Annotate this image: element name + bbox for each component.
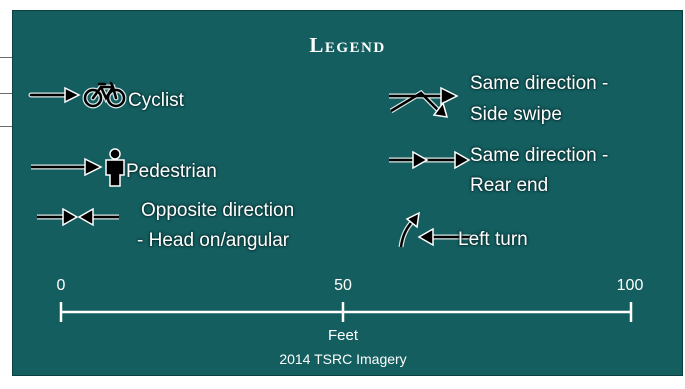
left-turn-label: Left turn: [458, 229, 528, 250]
scale-unit-label: Feet: [327, 327, 359, 344]
left-edge-line: [0, 126, 12, 127]
opposite-direction-label-2: - Head on/angular: [137, 230, 290, 251]
opposite-direction-icon: [37, 207, 119, 227]
left-edge-line: [0, 57, 12, 58]
pedestrian-label: Pedestrian: [126, 161, 217, 182]
rear-end-label-1: Same direction -: [470, 145, 609, 166]
side-swipe-label-1: Same direction -: [470, 73, 609, 94]
scale-tick-label-0: 0: [56, 277, 66, 294]
side-swipe-label-2: Side swipe: [470, 104, 562, 125]
cyclist-arrow-icon: [28, 81, 127, 109]
legend-title: Legend: [309, 33, 386, 57]
scale-tick-label-100: 100: [616, 277, 644, 294]
cyclist-label: Cyclist: [128, 90, 184, 111]
scale-bar: [59, 302, 633, 322]
imagery-source-label: 2014 TSRC Imagery: [279, 351, 407, 367]
rear-end-icon: [389, 150, 471, 170]
opposite-direction-label-1: Opposite direction: [141, 200, 295, 221]
rear-end-label-2: Rear end: [470, 175, 549, 196]
legend-panel: Legend Cyclist Pedestrian Op: [12, 10, 683, 376]
pedestrian-arrow-icon: [31, 148, 125, 187]
scale-tick-label-50: 50: [334, 277, 352, 294]
left-edge-line: [0, 93, 12, 94]
side-swipe-icon: [389, 86, 459, 118]
left-turn-icon: [398, 211, 471, 248]
